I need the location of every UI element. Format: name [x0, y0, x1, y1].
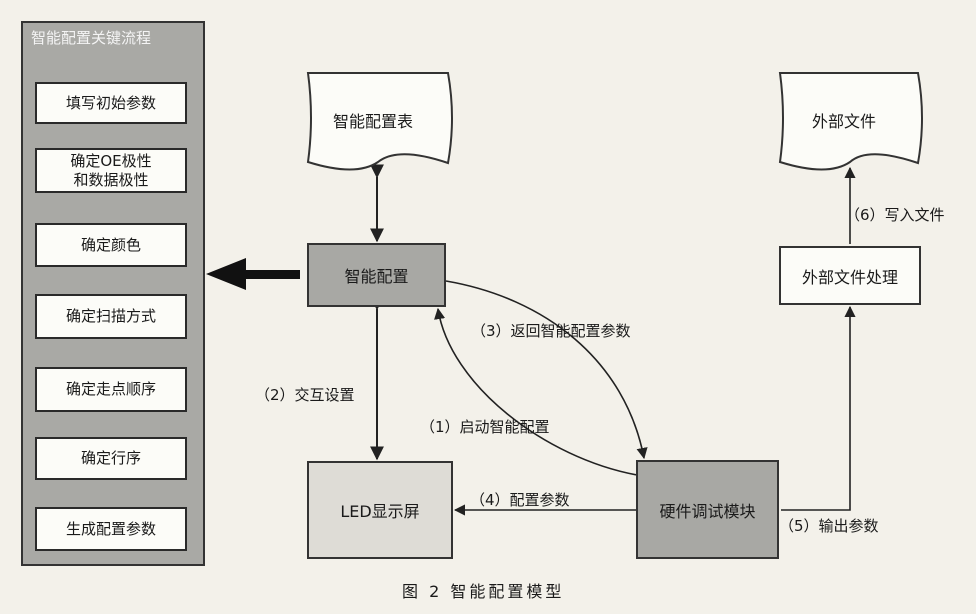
panel-title: 智能配置关键流程 [31, 29, 152, 47]
external-processing-label: 外部文件处理 [801, 267, 898, 287]
smart-config-box: 智能配置 [307, 243, 446, 307]
edge-label-write-file: （6）写入文件 [845, 206, 945, 224]
step-determine-color: 确定颜色 [35, 223, 187, 267]
led-screen-label: LED显示屏 [340, 502, 420, 521]
step-point-order: 确定走点顺序 [35, 367, 187, 412]
key-flow-panel: 智能配置关键流程 填写初始参数 确定OE极性 和数据极性 确定颜色 确定扫描方式… [21, 21, 205, 566]
arrow-return-params [445, 280, 648, 460]
edge-label-output-params: （5）输出参数 [779, 517, 879, 535]
external-processing-box: 外部文件处理 [779, 246, 921, 305]
smart-config-label: 智能配置 [344, 267, 409, 286]
edge-label-config-params: （4）配置参数 [470, 491, 570, 509]
arrow-start-config [434, 307, 638, 476]
edge-label-return-params: （3）返回智能配置参数 [471, 322, 631, 340]
figure-caption: 图 2 智能配置模型 [402, 582, 565, 601]
step-row-order: 确定行序 [35, 437, 187, 480]
step-oe-data-polarity: 确定OE极性 和数据极性 [35, 148, 187, 193]
arrow-output-params [781, 305, 856, 511]
big-left-arrow [206, 258, 300, 290]
hardware-debug-box: 硬件调试模块 [636, 460, 779, 559]
led-screen-box: LED显示屏 [307, 461, 453, 559]
step-generate-params: 生成配置参数 [35, 507, 187, 551]
external-file-label: 外部文件 [812, 112, 877, 131]
external-file-doc-shape [778, 72, 923, 171]
step-scan-mode: 确定扫描方式 [35, 294, 187, 339]
step-fill-initial-params: 填写初始参数 [35, 82, 187, 124]
hardware-debug-label: 硬件调试模块 [659, 501, 756, 521]
edge-label-interactive-setup: （2）交互设置 [255, 386, 355, 404]
smart-table-doc-shape [306, 72, 453, 171]
edge-label-start-config: （1）启动智能配置 [420, 418, 550, 436]
smart-table-label: 智能配置表 [333, 112, 414, 131]
